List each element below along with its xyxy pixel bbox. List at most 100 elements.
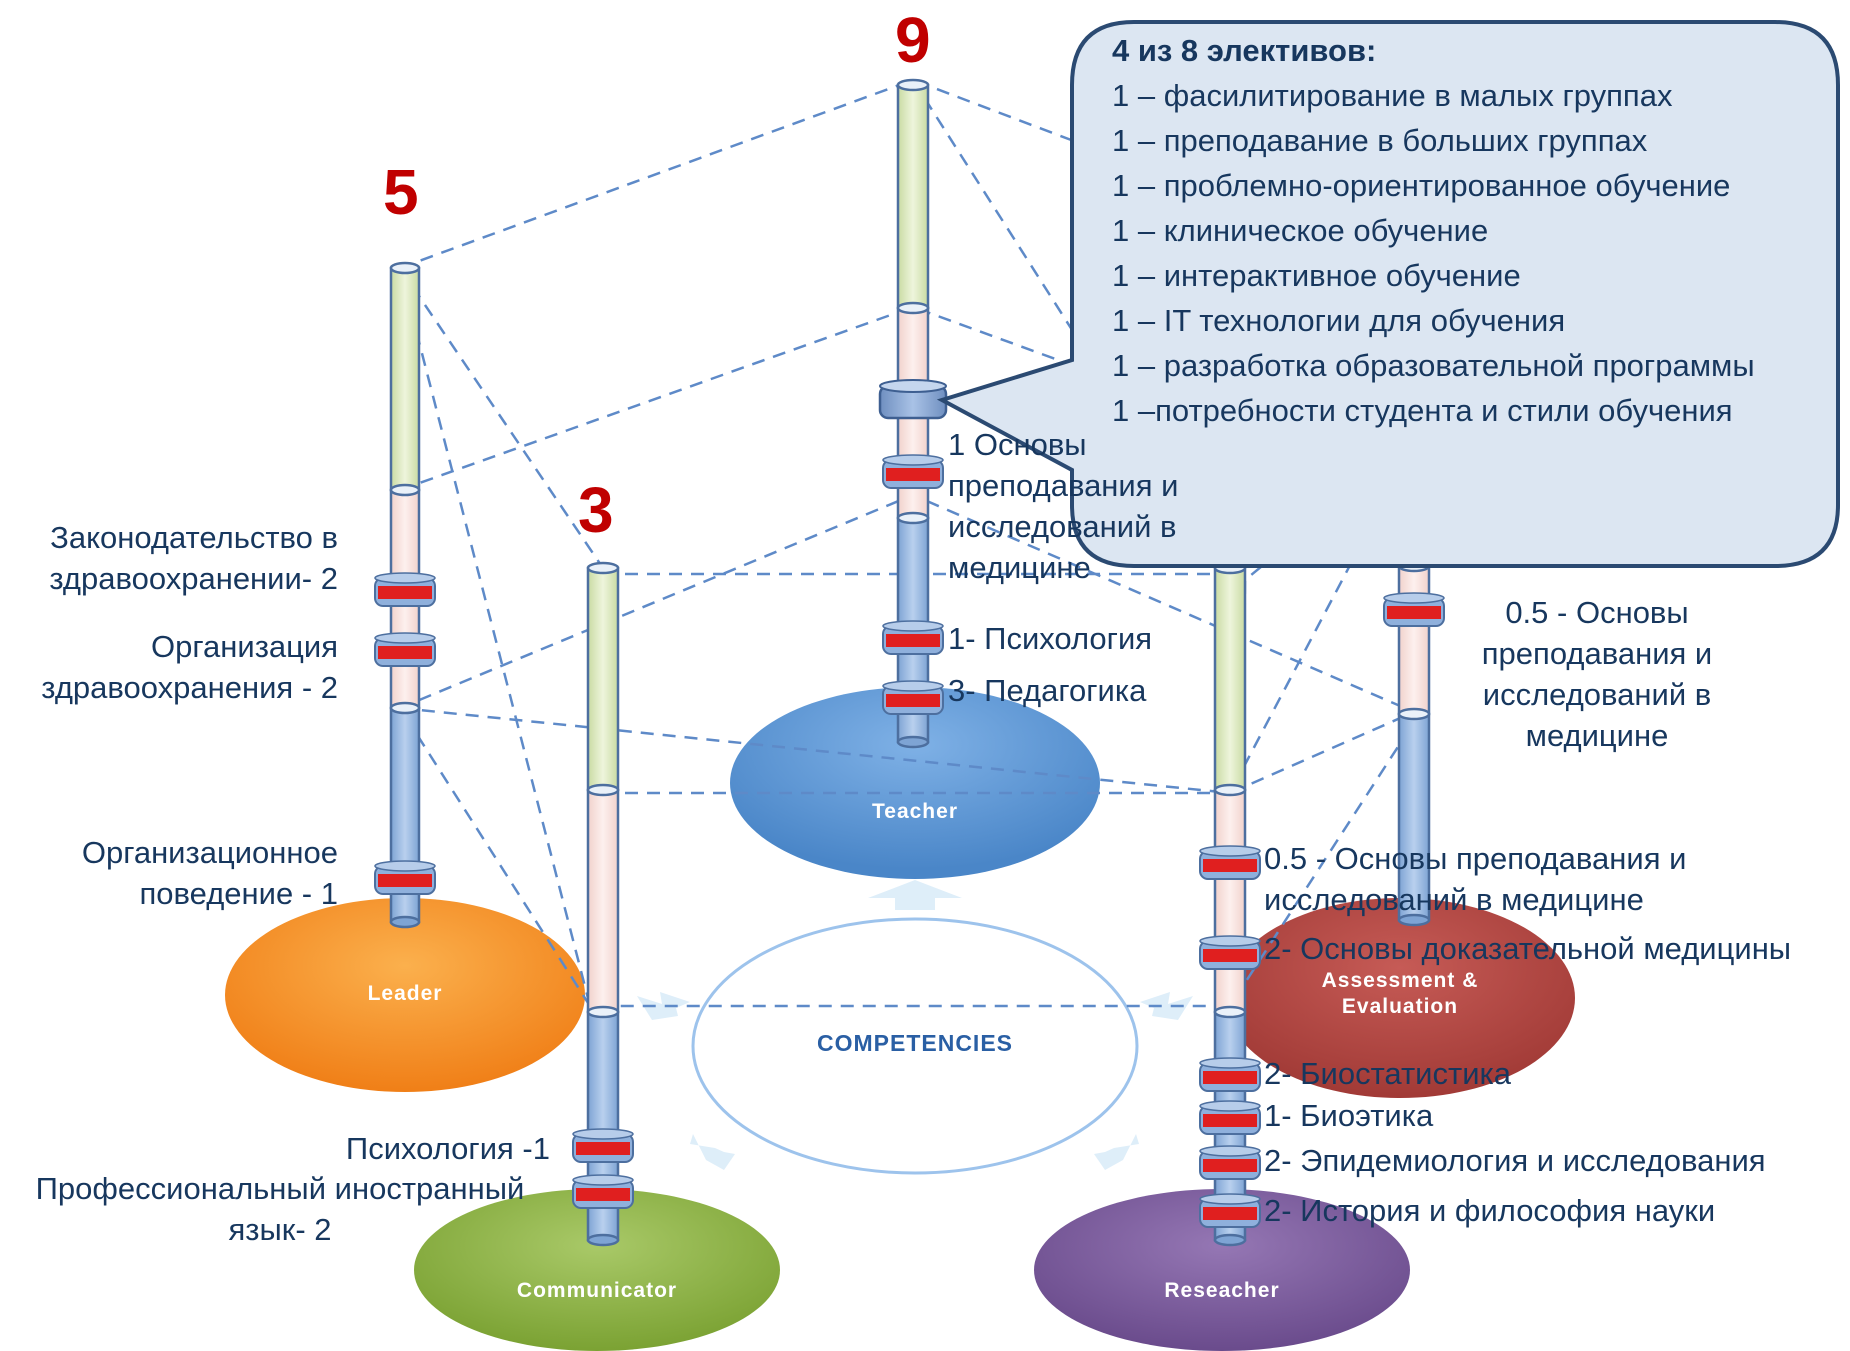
- elective-item: 1 – клиническое обучение: [1112, 213, 1489, 248]
- researcher-pillar-joint: [1213, 1005, 1247, 1019]
- researcher-course-5: 2- Эпидемиология и исследования: [1264, 1143, 1766, 1178]
- teacher-course-ring-top: [882, 620, 944, 632]
- researcher-pillar-segment: [1213, 566, 1247, 792]
- communicator-course-ring-band: [576, 1188, 630, 1201]
- role-leader: Leader: [367, 982, 443, 1005]
- researcher-ellipse: [1034, 1189, 1410, 1351]
- researcher-course-ring-band: [1203, 1071, 1257, 1084]
- leader-pillar-joint: [389, 261, 421, 275]
- leader-course-ring-band: [378, 586, 432, 599]
- leader-course-ring-top: [374, 572, 436, 584]
- assessment-pillar-segment: [1397, 712, 1431, 922]
- assessment-course-1: 0.5 - Основы преподавания и исследований…: [1481, 595, 1713, 753]
- communicator-pillar-base: [586, 1233, 620, 1247]
- total-teacher: 9: [895, 4, 931, 76]
- leader-ellipse: [225, 898, 585, 1092]
- teacher-course-ring-band: [886, 468, 940, 481]
- researcher-course-ring-top: [1199, 1145, 1261, 1157]
- teacher-course-ring-band: [886, 634, 940, 647]
- teacher-ellipse: [730, 687, 1100, 879]
- leader-course-2: Организация здравоохранения - 2: [41, 629, 338, 705]
- total-communicator: 3: [578, 474, 614, 546]
- researcher-course-2: 2- Основы доказательной медицины: [1264, 931, 1792, 966]
- leader-pillar-joint: [389, 483, 421, 497]
- teacher-pillar-joint: [896, 301, 930, 315]
- researcher-course-ring-top: [1199, 1100, 1261, 1112]
- pillars: [374, 78, 1445, 1247]
- assessment-pillar-joint: [1397, 707, 1431, 721]
- teacher-pillar-joint: [896, 511, 930, 525]
- researcher-course-6: 2- История и философия науки: [1264, 1193, 1716, 1228]
- researcher-pillar-segment: [1213, 788, 1247, 1014]
- role-communicator: Communicator: [516, 1279, 678, 1302]
- competencies-ring: [691, 917, 1139, 1175]
- total-leader: 5: [383, 156, 419, 228]
- teacher-elective-ring-top: [879, 379, 947, 393]
- assessment-ellipse: [1225, 898, 1575, 1098]
- communicator-ellipse: [414, 1189, 780, 1351]
- teacher-pillar-segment: [896, 83, 930, 310]
- teacher-course-ring-top: [882, 454, 944, 466]
- teacher-course-ring-band: [886, 694, 940, 707]
- teacher-pillar-base: [896, 735, 930, 749]
- leader-pillar-segment: [389, 266, 421, 492]
- communicator-pillar-joint: [586, 783, 620, 797]
- communicator-pillar-segment: [586, 788, 620, 1014]
- elective-item: 1 – разработка образовательной программы: [1112, 348, 1755, 383]
- electives-list: 4 из 8 элективов: 1 – фасилитирование в …: [1112, 28, 1812, 433]
- communicator-pillar-segment: [586, 566, 620, 792]
- central-arrows: [637, 880, 1193, 1170]
- elective-item: 1 – IT технологии для обучения: [1112, 303, 1566, 338]
- electives-title: 4 из 8 элективов:: [1112, 33, 1377, 68]
- communicator-pillar-joint: [586, 561, 620, 575]
- center-label: COMPETENCIES: [816, 1030, 1014, 1056]
- teacher-course-ring-top: [882, 680, 944, 692]
- electives-callout: [936, 20, 1840, 568]
- leader-course-1: Законодательство в здравоохранении- 2: [49, 520, 338, 596]
- researcher-course-ring-top: [1199, 845, 1261, 857]
- elective-item: 1 – преподавание в больших группах: [1112, 123, 1648, 158]
- leader-pillar-joint: [389, 701, 421, 715]
- teacher-course-3: 3- Педагогика: [948, 673, 1147, 708]
- teacher-course-1: 1 Основы преподавания и исследований в м…: [948, 427, 1179, 585]
- researcher-course-ring-band: [1203, 1114, 1257, 1127]
- leader-pillar-base: [389, 915, 421, 929]
- role-teacher: Teacher: [872, 800, 958, 823]
- researcher-course-ring-band: [1203, 1207, 1257, 1220]
- leader-course-ring-band: [378, 646, 432, 659]
- researcher-course-ring-top: [1199, 935, 1261, 947]
- researcher-course-ring-top: [1199, 1057, 1261, 1069]
- assessment-course-ring-top: [1383, 592, 1445, 604]
- researcher-course-ring-band: [1203, 859, 1257, 872]
- elective-item: 1 – проблемно-ориентированное обучение: [1112, 168, 1731, 203]
- elective-item: 1 – фасилитирование в малых группах: [1112, 78, 1673, 113]
- researcher-pillar-joint: [1213, 783, 1247, 797]
- researcher-course-4: 1- Биоэтика: [1264, 1098, 1434, 1133]
- elective-item: 1 – интерактивное обучение: [1112, 258, 1521, 293]
- researcher-course-3: 2- Биостатистика: [1264, 1056, 1512, 1091]
- communicator-pillar-joint: [586, 1005, 620, 1019]
- role-researcher: Reseacher: [1164, 1279, 1280, 1302]
- elective-item: 1 –потребности студента и стили обучения: [1112, 393, 1733, 428]
- communicator-course-2: Профессиональный иностранный язык- 2: [35, 1171, 525, 1247]
- leader-course-3: Организационное поведение - 1: [81, 835, 338, 911]
- role-assessment: Assessment & Evaluation: [1321, 969, 1479, 1018]
- researcher-course-ring-band: [1203, 949, 1257, 962]
- researcher-course-ring-top: [1199, 1193, 1261, 1205]
- leader-course-ring-top: [374, 632, 436, 644]
- assessment-course-ring-band: [1387, 606, 1441, 619]
- communicator-course-1: Психология -1: [345, 1131, 550, 1166]
- assessment-pillar-base: [1397, 913, 1431, 927]
- leader-course-ring-band: [378, 874, 432, 887]
- leader-course-ring-top: [374, 860, 436, 872]
- communicator-course-ring-top: [572, 1128, 634, 1140]
- communicator-course-ring-top: [572, 1174, 634, 1186]
- communicator-course-ring-band: [576, 1142, 630, 1155]
- teacher-course-2: 1- Психология: [948, 621, 1153, 656]
- researcher-course-1: 0.5 - Основы преподавания и исследований…: [1264, 841, 1687, 917]
- assessment-pillar-segment: [1397, 564, 1431, 716]
- researcher-course-ring-band: [1203, 1159, 1257, 1172]
- teacher-pillar-joint: [896, 78, 930, 92]
- researcher-pillar-base: [1213, 1233, 1247, 1247]
